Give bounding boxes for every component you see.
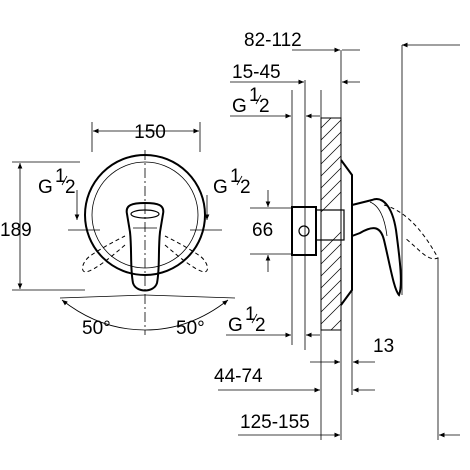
fraction-denominator: 2 (65, 177, 76, 198)
angle-50-right-label: 50° (176, 318, 205, 339)
thread-label-front-left: G 1 2 (38, 166, 76, 198)
lever-raised-outline (383, 204, 439, 260)
svg-text:G: G (232, 96, 247, 117)
wall-section (320, 117, 342, 331)
lever-side-profile (351, 198, 402, 297)
svg-text:G: G (38, 177, 53, 198)
dim-44-74-label: 44-74 (214, 366, 263, 387)
angle-ref-right (144, 294, 236, 299)
svg-text:2: 2 (240, 177, 251, 198)
dim-150-label: 150 (134, 122, 166, 143)
dim-15-45-label: 15-45 (232, 62, 281, 83)
escutcheon-profile (340, 159, 353, 306)
dim-125-155-label: 125-155 (240, 412, 310, 433)
svg-text:2: 2 (259, 96, 270, 117)
thread-label-side-top: G 1 2 (232, 85, 270, 117)
lever-handle (125, 201, 165, 292)
thread-label-side-bottom: G 1 2 (228, 304, 266, 336)
svg-text:G: G (228, 315, 243, 336)
lever-detail (369, 201, 388, 237)
valve-cartridge (315, 209, 345, 241)
angle-arc-right (144, 299, 229, 331)
dim-189-label: 189 (0, 220, 32, 241)
svg-text:2: 2 (255, 315, 266, 336)
side-view: 82-112 15-45 G 1 2 66 G 1 2 (214, 30, 460, 440)
svg-text:1: 1 (230, 166, 241, 187)
handle-rotated-right (164, 235, 208, 273)
svg-text:G: G (213, 177, 228, 198)
angle-50-left-label: 50° (82, 318, 111, 339)
fraction-numerator: 1 (55, 166, 66, 187)
angle-ref-left (59, 294, 146, 299)
angle-arc-left (61, 299, 146, 331)
handle-rotated-left (82, 235, 126, 273)
dim-13-label: 13 (373, 336, 394, 357)
front-view: 150 189 G 1 2 G 1 2 50° 50° (0, 122, 251, 339)
svg-text:1: 1 (245, 304, 256, 325)
valve-port (298, 225, 310, 237)
wall-hatching (320, 117, 342, 331)
thread-label-front-right: G 1 2 (213, 166, 251, 198)
valve-body (291, 206, 317, 256)
dim-82-112-label: 82-112 (244, 30, 302, 51)
svg-text:1: 1 (249, 85, 260, 106)
dim-66-label: 66 (252, 220, 273, 241)
